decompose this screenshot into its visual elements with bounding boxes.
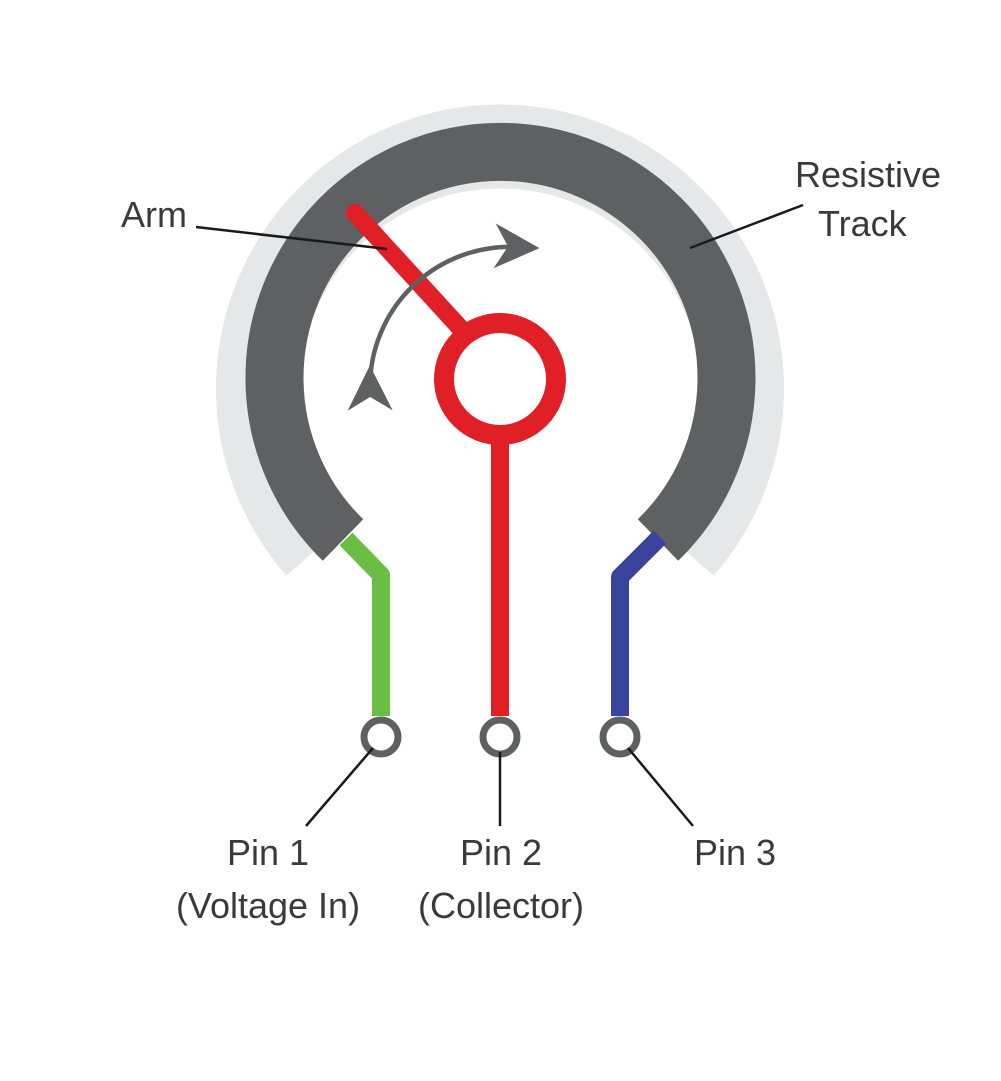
pin1-label: Pin 1: [227, 832, 309, 873]
pin2-terminal: [479, 716, 521, 758]
pin2-description: (Collector): [418, 885, 584, 926]
pin3-lead: [611, 530, 667, 716]
pin3-label: Pin 3: [694, 832, 776, 873]
pin3-terminal: [599, 716, 641, 758]
rotation-arrow-icon: [347, 223, 540, 411]
track-leader-line: [689, 203, 804, 250]
pin1-description: (Voltage In): [176, 885, 360, 926]
pin1-leader-line: [305, 747, 374, 827]
track-label-line2: Track: [818, 203, 908, 244]
arm-label: Arm: [121, 194, 187, 235]
wiper-arm: [346, 204, 471, 339]
track-label-line1: Resistive: [795, 154, 941, 195]
pin1-lead: [339, 532, 390, 716]
arm-leader-line: [195, 225, 388, 251]
pin2-label: Pin 2: [460, 832, 542, 873]
pin3-leader-line: [627, 747, 694, 827]
resistive-track: [245, 122, 756, 561]
wiper-hub: [434, 313, 566, 445]
pin1-terminal: [360, 716, 402, 758]
